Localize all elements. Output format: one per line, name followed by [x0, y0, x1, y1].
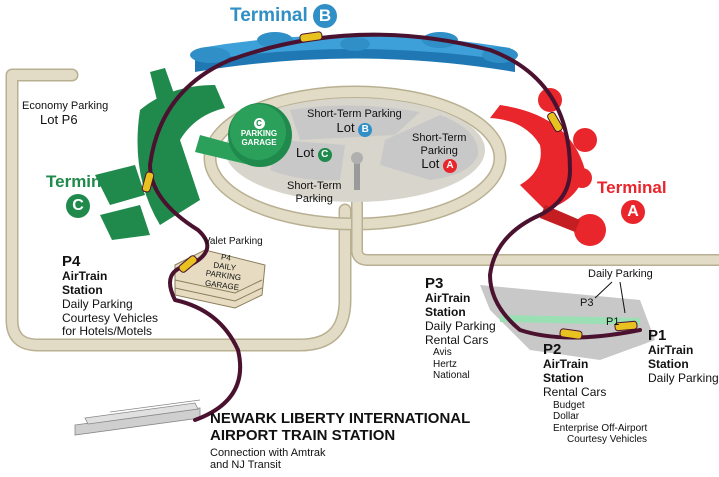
lot-c-badge: C [317, 148, 332, 162]
p3-station-label[interactable]: P3 AirTrain Station Daily Parking Rental… [425, 275, 496, 382]
roadways [5, 68, 719, 352]
lot-b-area [290, 105, 420, 140]
valet-parking-label: Valet Parking [204, 236, 263, 247]
p1-lot-label: P1 [606, 316, 620, 328]
airtrain-guideway [148, 32, 642, 422]
terminal-b-label[interactable]: Terminal B [230, 4, 338, 28]
economy-parking-label: Economy Parking Lot P6 [22, 100, 109, 127]
lot-b-badge: B [358, 122, 373, 137]
terminal-a-text: Terminal [597, 178, 667, 197]
p4-garage-building [174, 249, 266, 309]
train-station-platform [74, 399, 201, 436]
short-term-lot-b-label: Short-Term Parking Lot B [307, 108, 402, 137]
control-tower [354, 155, 360, 190]
terminal-c-building [95, 68, 292, 240]
airtrain-cars [141, 31, 638, 340]
terminal-b-building [190, 32, 518, 72]
terminal-c-text: Terminal [46, 172, 116, 191]
short-term-c-label: Short-Term Parking [287, 180, 342, 205]
garage-c-badge: C [253, 118, 265, 129]
terminal-a-badge: A [621, 200, 645, 224]
p-lots [480, 285, 655, 360]
daily-parking-arrows [594, 281, 626, 314]
p1-station-label[interactable]: P1 AirTrain Station Daily Parking [648, 327, 719, 385]
p4-garage-label: P4 DAILY PARKING GARAGE [204, 252, 242, 292]
lot-a-badge: A [443, 159, 458, 174]
parking-garage-c-label: C PARKING GARAGE [240, 118, 278, 148]
terminal-a-label[interactable]: Terminal A [597, 178, 667, 224]
terminal-b-badge: B [313, 4, 338, 28]
p4-station-label[interactable]: P4 AirTrain Station Daily Parking Courte… [62, 253, 159, 339]
p2-station-label[interactable]: P2 AirTrain Station Rental Cars Budget D… [543, 341, 648, 446]
train-station-label[interactable]: NEWARK LIBERTY INTERNATIONAL AIRPORT TRA… [210, 410, 471, 472]
lot-c-label: Lot C [296, 145, 332, 162]
p3-lot-label: P3 [580, 297, 594, 309]
terminal-a-building [490, 88, 606, 246]
terminal-b-text: Terminal [230, 5, 308, 26]
terminal-c-label[interactable]: Terminal C [46, 172, 116, 218]
short-term-lot-a-label: Short-Term Parking Lot A [412, 132, 467, 174]
daily-parking-label: Daily Parking [588, 268, 653, 280]
terminal-c-badge: C [66, 194, 90, 218]
